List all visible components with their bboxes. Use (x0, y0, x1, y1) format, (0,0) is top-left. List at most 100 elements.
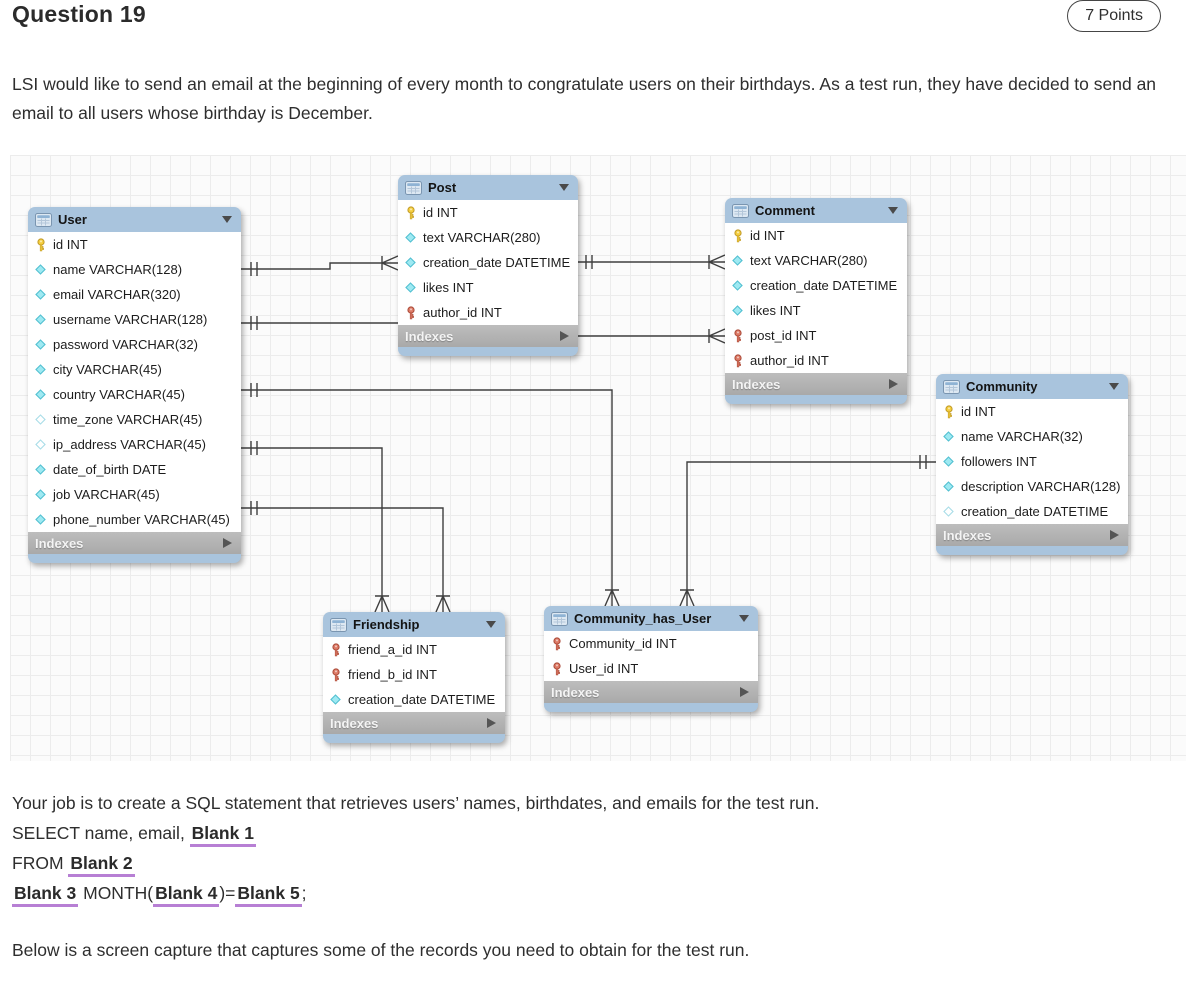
table-friendship: Friendship friend_a_id INT friend_b_id INT… (323, 612, 505, 743)
column-icon (404, 231, 417, 245)
column-row: time_zone VARCHAR(45) (28, 407, 241, 432)
table-icon (330, 617, 347, 632)
column-icon (942, 480, 955, 494)
column-row: ip_address VARCHAR(45) (28, 432, 241, 457)
column-row: name VARCHAR(128) (28, 257, 241, 282)
expand-arrow-icon (223, 538, 232, 548)
column-row: author_id INT (725, 348, 907, 373)
table-icon (551, 611, 568, 626)
column-row: author_id INT (398, 300, 578, 325)
column-icon (942, 430, 955, 444)
chevron-down-icon (739, 615, 749, 622)
sql-semicolon: ; (301, 883, 307, 903)
indexes-label: Indexes (943, 527, 992, 543)
table-icon (35, 212, 52, 227)
primary-key-icon (404, 205, 417, 220)
indexes-label: Indexes (551, 684, 600, 700)
table-header: Comment (725, 198, 907, 223)
column-label: id INT (750, 228, 785, 243)
page-title: Question 19 (12, 1, 146, 27)
chevron-down-icon (888, 207, 898, 214)
table-header: Community_has_User (544, 606, 758, 631)
column-label: creation_date DATETIME (750, 278, 898, 293)
indexes-label: Indexes (405, 328, 454, 344)
column-row: job VARCHAR(45) (28, 482, 241, 507)
table-header: Community (936, 374, 1128, 399)
column-icon (731, 304, 744, 318)
indexes-label: Indexes (732, 376, 781, 392)
blank-4: Blank 4 (153, 883, 220, 907)
points-badge: 7 Points (1067, 0, 1161, 32)
table-columns: Community_id INT User_id INT (544, 631, 758, 681)
column-row: likes INT (725, 298, 907, 323)
column-row: id INT (28, 232, 241, 257)
column-icon (404, 281, 417, 295)
column-label: Community_id INT (569, 636, 677, 651)
foreign-key-icon (550, 636, 563, 651)
column-row: User_id INT (544, 656, 758, 681)
column-label: post_id INT (750, 328, 817, 343)
expand-arrow-icon (1110, 530, 1119, 540)
table-comment: Comment id INT text VARCHAR(280) creation_d… (725, 198, 907, 404)
column-label: User_id INT (569, 661, 639, 676)
primary-key-icon (34, 237, 47, 252)
column-label: time_zone VARCHAR(45) (53, 412, 203, 427)
column-label: name VARCHAR(32) (961, 429, 1083, 444)
column-row: creation_date DATETIME (398, 250, 578, 275)
points-badge-label: 7 Points (1085, 7, 1143, 24)
column-label: likes INT (750, 303, 801, 318)
column-icon (34, 338, 47, 352)
column-row: friend_b_id INT (323, 662, 505, 687)
indexes-bar: Indexes (323, 712, 505, 734)
primary-key-icon (731, 228, 744, 243)
column-label: creation_date DATETIME (423, 255, 571, 270)
column-row: post_id INT (725, 323, 907, 348)
column-row: date_of_birth DATE (28, 457, 241, 482)
table-title: Friendship (353, 617, 420, 632)
column-row: likes INT (398, 275, 578, 300)
foreign-key-icon (329, 642, 342, 657)
sql-from-line: FROM Blank 2 (12, 848, 1172, 878)
column-row: creation_date DATETIME (725, 273, 907, 298)
column-label: phone_number VARCHAR(45) (53, 512, 230, 527)
column-icon (34, 488, 47, 502)
column-label: username VARCHAR(128) (53, 312, 208, 327)
foreign-key-icon (731, 353, 744, 368)
table-title: Community (966, 379, 1038, 394)
table-header: Friendship (323, 612, 505, 637)
expand-arrow-icon (487, 718, 496, 728)
column-label: friend_a_id INT (348, 642, 437, 657)
column-icon (34, 363, 47, 377)
column-label: country VARCHAR(45) (53, 387, 185, 402)
table-header: Post (398, 175, 578, 200)
column-label: author_id INT (750, 353, 829, 368)
table-icon (943, 379, 960, 394)
table-icon (732, 203, 749, 218)
table-title: Comment (755, 203, 815, 218)
column-nullable-icon (34, 413, 47, 427)
sql-select-line: SELECT name, email, Blank 1 (12, 818, 1172, 848)
chevron-down-icon (222, 216, 232, 223)
column-icon (34, 263, 47, 277)
column-label: friend_b_id INT (348, 667, 437, 682)
footer-note: Below is a screen capture that captures … (12, 940, 750, 960)
column-row: text VARCHAR(280) (725, 248, 907, 273)
column-row: country VARCHAR(45) (28, 382, 241, 407)
column-row: creation_date DATETIME (323, 687, 505, 712)
expand-arrow-icon (560, 331, 569, 341)
column-row: password VARCHAR(32) (28, 332, 241, 357)
column-label: text VARCHAR(280) (750, 253, 868, 268)
column-icon (329, 693, 342, 707)
question-intro-text: LSI would like to send an email at the b… (12, 74, 1157, 123)
column-icon (942, 455, 955, 469)
foreign-key-icon (329, 667, 342, 682)
column-label: likes INT (423, 280, 474, 295)
column-icon (731, 279, 744, 293)
indexes-bar: Indexes (725, 373, 907, 395)
column-row: friend_a_id INT (323, 637, 505, 662)
